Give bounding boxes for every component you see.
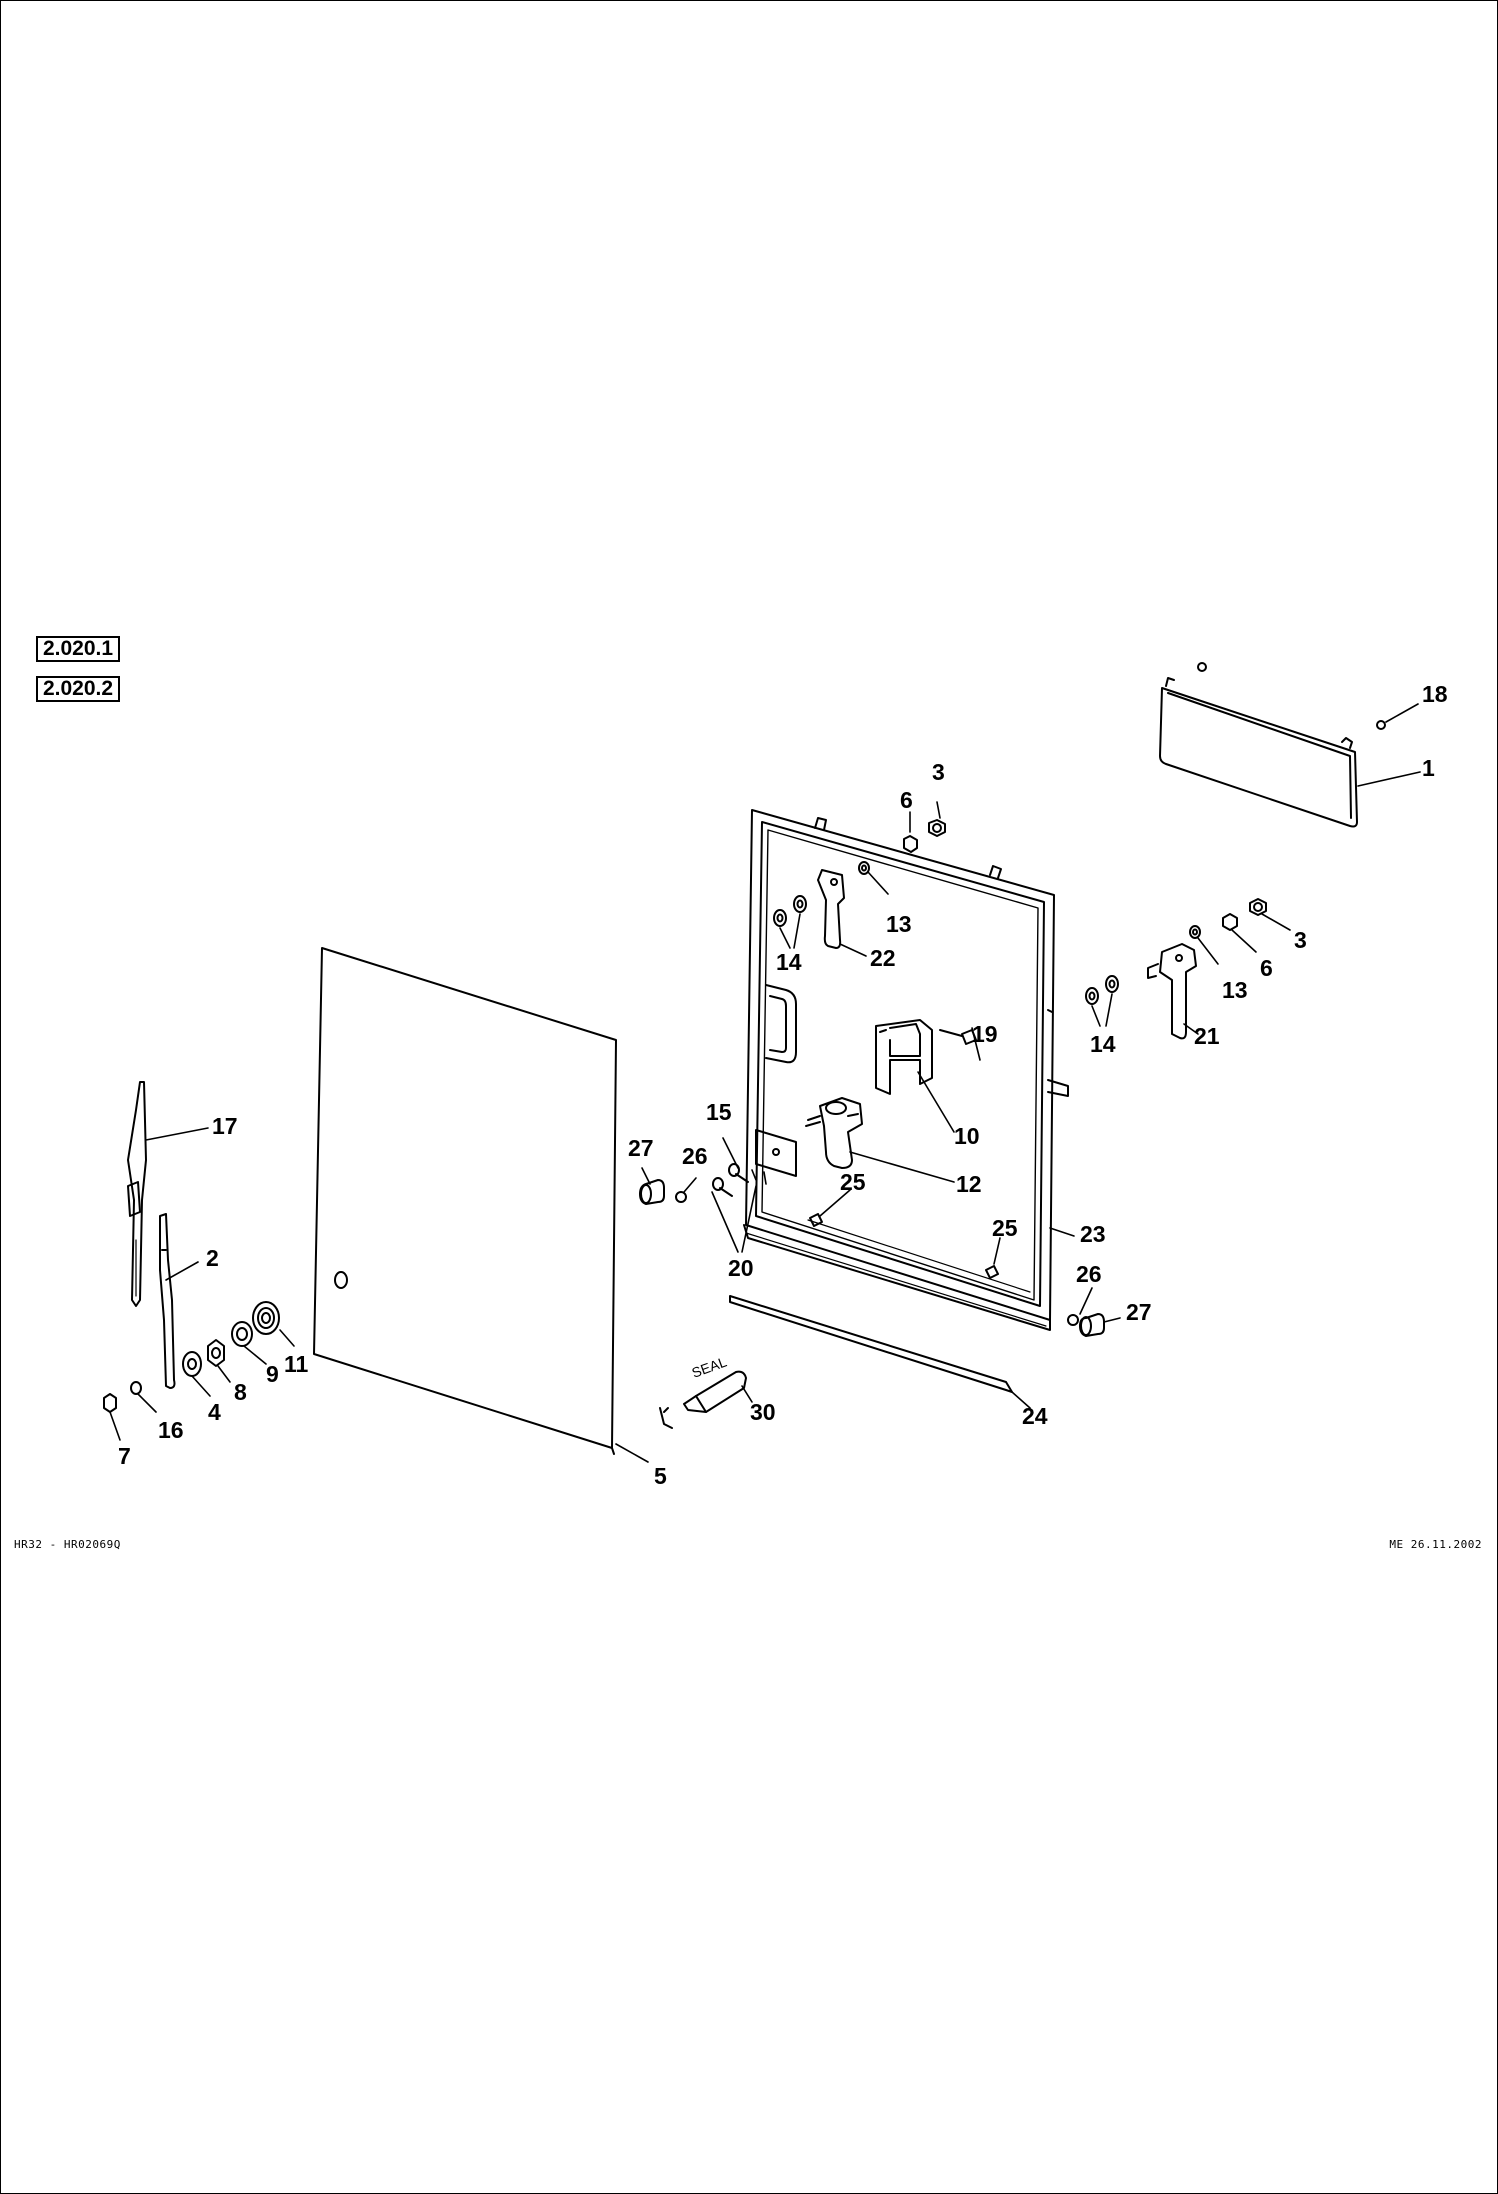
fasteners-lower [712,1163,999,1279]
callout-3: 3 [932,759,945,785]
callout-11: 11 [284,1351,309,1377]
callout-22: 22 [870,945,896,971]
callout-26-right: 26 [1076,1261,1102,1287]
callout-20: 20 [728,1255,754,1281]
arm-hardware [103,1301,280,1413]
callout-14-right: 14 [1090,1031,1116,1057]
callout-3-right: 3 [1294,927,1307,953]
callout-4: 4 [208,1399,221,1425]
part-bracket-22 [817,869,845,949]
callout-10: 10 [954,1123,980,1149]
callout-13-right: 13 [1222,977,1248,1003]
callout-9: 9 [266,1361,279,1387]
part-wiper-arm [159,1213,176,1389]
callout-27-right: 27 [1126,1299,1152,1325]
callout-17: 17 [212,1113,238,1139]
callout-6-right: 6 [1260,955,1273,981]
part-wiper-blade [127,1081,147,1307]
callout-8: 8 [234,1379,247,1405]
callout-21: 21 [1194,1023,1220,1049]
callout-30: 30 [750,1399,776,1425]
leader-lines [109,703,1421,1463]
callout-2: 2 [206,1245,219,1271]
callout-19: 19 [972,1021,998,1047]
callout-24: 24 [1022,1403,1048,1429]
callout-12: 12 [956,1171,982,1197]
callout-5: 5 [654,1463,667,1489]
part-plate-15 [751,1129,797,1185]
callout-1: 1 [1422,755,1435,781]
callout-25-right: 25 [992,1215,1018,1241]
part-sun-visor [1159,662,1386,828]
callout-13: 13 [886,911,912,937]
part-glass-pane [313,947,617,1455]
seal-label: SEAL [690,1353,729,1380]
fasteners-upper [773,819,1267,1005]
callout-26: 26 [682,1143,708,1169]
part-bracket-21 [1147,943,1197,1040]
callout-15: 15 [706,1099,732,1125]
callout-25: 25 [840,1169,866,1195]
callout-7: 7 [118,1443,131,1469]
reference-box-1[interactable]: 2.020.1 [36,636,120,662]
callout-16: 16 [158,1417,184,1443]
part-rod-24 [729,1295,1013,1393]
callout-18: 18 [1422,681,1448,707]
drawing-date: ME 26.11.2002 [1389,1538,1482,1551]
bushing-right [1067,1313,1105,1337]
callout-labels: 18 1 3 6 13 14 22 3 6 13 14 21 19 10 12 … [118,681,1448,1489]
part-bracket-10 [875,1019,977,1095]
bushing-left [639,1179,687,1205]
reference-box-2[interactable]: 2.020.2 [36,676,120,702]
part-sealant-tube: SEAL [659,1353,747,1429]
callout-6: 6 [900,787,913,813]
callout-27: 27 [628,1135,654,1161]
callout-23: 23 [1080,1221,1106,1247]
part-wiper-motor [805,1097,863,1169]
callout-14: 14 [776,949,802,975]
part-door-frame [743,809,1069,1331]
drawing-id: HR32 - HR02069Q [14,1538,121,1551]
